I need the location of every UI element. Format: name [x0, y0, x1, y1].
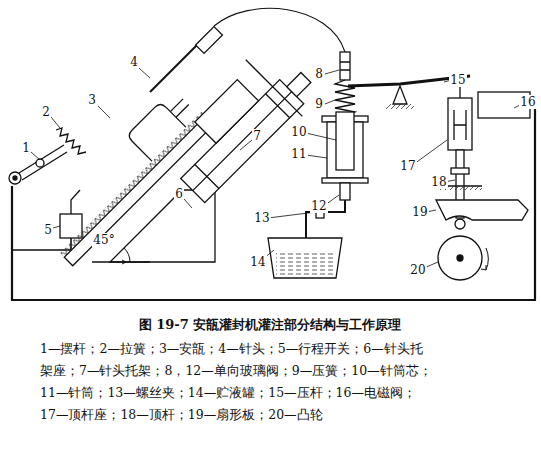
- legend-key-line: 17—顶杆座；18—顶杆；19—扇形板；20—凸轮: [40, 407, 323, 422]
- figure-caption: 图 19-7 安瓿灌封机灌注部分结构与工作原理: [139, 317, 402, 333]
- callout-number: 2: [41, 105, 51, 119]
- leader-lines: [31, 68, 522, 268]
- callout-number: 3: [87, 93, 97, 107]
- wire: [12, 238, 71, 250]
- callout-number: 1: [21, 141, 31, 155]
- callout-number: 20: [409, 263, 426, 277]
- callout-number: 9: [314, 97, 324, 111]
- legend-key-line: 架座；7—针头托架；8，12—单向玻璃阀；9—压簧；10—针筒芯；: [40, 363, 432, 378]
- legend-key-line: 11—针筒；13—螺丝夹；14—贮液罐；15—压杆；16—电磁阀；: [40, 385, 416, 400]
- callout-number: 11: [290, 147, 307, 161]
- one-way-valve: [340, 183, 350, 200]
- callout-number: 18: [430, 175, 447, 189]
- callout-number: 17: [399, 159, 416, 173]
- ampoule: [126, 102, 185, 161]
- callout-number: 19: [411, 205, 428, 219]
- liquid-tank: [268, 238, 342, 278]
- callout-number: 6: [174, 187, 184, 201]
- callout-number: 7: [252, 129, 262, 143]
- callout-number: 14: [249, 255, 266, 269]
- callout-number: 10: [290, 125, 307, 139]
- line-art: [9, 8, 535, 300]
- callout-number: 16: [519, 95, 536, 109]
- callout-number: 12: [310, 199, 327, 213]
- lever-roller: [9, 172, 21, 184]
- cam: [438, 236, 482, 280]
- tension-spring: [56, 128, 86, 154]
- syringe-core: [336, 112, 354, 170]
- callout-number: 8: [314, 67, 324, 81]
- callout-number: 45°: [92, 233, 115, 247]
- callout-number: 13: [253, 211, 270, 225]
- callout-number: 15: [449, 73, 466, 87]
- rod-seat: [448, 98, 472, 150]
- hose: [214, 8, 345, 52]
- needle-holder-base: [110, 190, 215, 262]
- callout-number: 4: [129, 55, 139, 69]
- one-way-valve: [340, 52, 350, 80]
- sector-plate: [436, 200, 528, 220]
- callout-number: 5: [43, 223, 53, 237]
- legend-key-line: 1—摆杆；2—拉簧；3—安瓿；4—针头；5—行程开关；6—针头托: [40, 341, 423, 356]
